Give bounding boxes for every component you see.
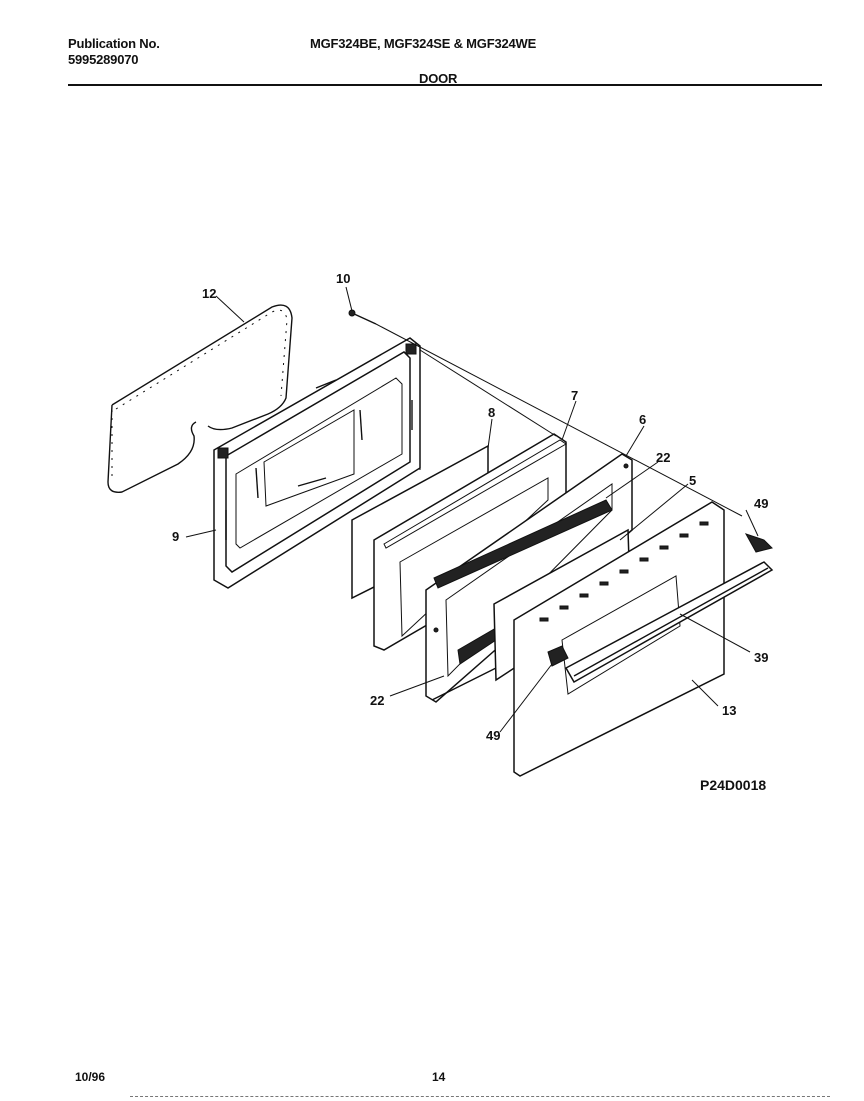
part-label-39: 39 [754, 650, 768, 665]
part-label-7: 7 [571, 388, 578, 403]
part-label-22-bottom: 22 [370, 693, 384, 708]
footer-page-number: 14 [432, 1070, 446, 1084]
drawing-code: P24D0018 [700, 777, 766, 793]
part-label-10: 10 [336, 271, 350, 286]
section-title: DOOR [419, 71, 458, 86]
glass-frame-part [373, 433, 567, 651]
publication-label: Publication No. [68, 36, 160, 51]
header-rule [68, 84, 822, 86]
glass-retainer-part [425, 453, 633, 703]
part-label-13: 13 [722, 703, 736, 718]
part-label-5: 5 [689, 473, 696, 488]
screw-part [348, 309, 377, 325]
leader-lines [185, 286, 759, 733]
part-label-9: 9 [172, 529, 179, 544]
part-label-22-top: 22 [656, 450, 670, 465]
footer-dashed-rule [130, 1096, 830, 1097]
handle-end-cap-part [547, 533, 773, 667]
door-gasket-part [107, 304, 293, 493]
inner-door-liner-part [213, 337, 421, 589]
part-label-6: 6 [639, 412, 646, 427]
model-numbers: MGF324BE, MGF324SE & MGF324WE [310, 36, 537, 51]
door-handle-part [564, 561, 774, 684]
assembly-lines [375, 323, 743, 517]
part-label-49-right: 49 [754, 496, 768, 511]
part-label-8: 8 [488, 405, 495, 420]
part-label-12: 12 [202, 286, 216, 301]
footer-date: 10/96 [75, 1070, 106, 1084]
part-label-49-bottom: 49 [486, 728, 500, 743]
publication-number: 5995289070 [68, 52, 139, 67]
